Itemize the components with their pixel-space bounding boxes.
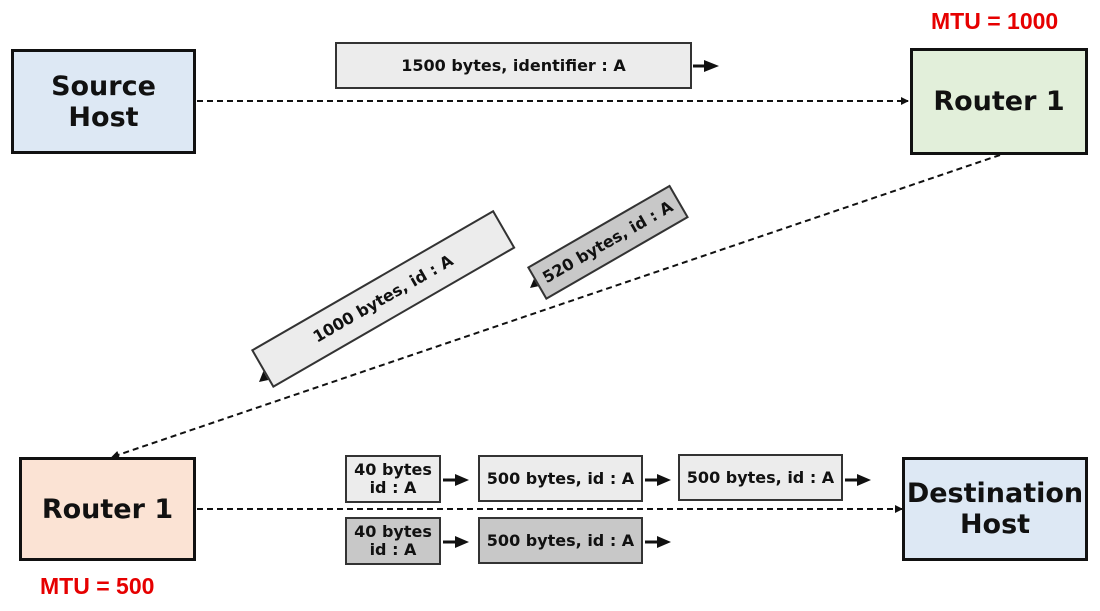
router-top-node: Router 1 xyxy=(910,48,1088,155)
destination-host-label: Destination Host xyxy=(906,478,1084,540)
link-router-top-to-router-bottom xyxy=(111,154,1001,459)
packet-row1-right: 500 bytes, id : A xyxy=(678,454,843,501)
router-bottom-node: Router 1 xyxy=(19,457,196,561)
packet-row1-small: 40 bytes id : A xyxy=(345,455,441,503)
mtu-bottom-label: MTU = 500 xyxy=(40,573,155,599)
packet-row1-mid: 500 bytes, id : A xyxy=(478,455,643,502)
packet-original: 1500 bytes, identifier : A xyxy=(335,42,692,89)
source-host-node: Source Host xyxy=(11,49,196,154)
packet-row2-small: 40 bytes id : A xyxy=(345,517,441,565)
router-bottom-label: Router 1 xyxy=(41,493,174,525)
packet-row2-mid: 500 bytes, id : A xyxy=(478,517,643,564)
router-top-label: Router 1 xyxy=(933,86,1065,117)
source-host-label: Source Host xyxy=(51,70,156,133)
mtu-top-label: MTU = 1000 xyxy=(931,8,1059,34)
destination-host-node: Destination Host xyxy=(902,457,1088,561)
